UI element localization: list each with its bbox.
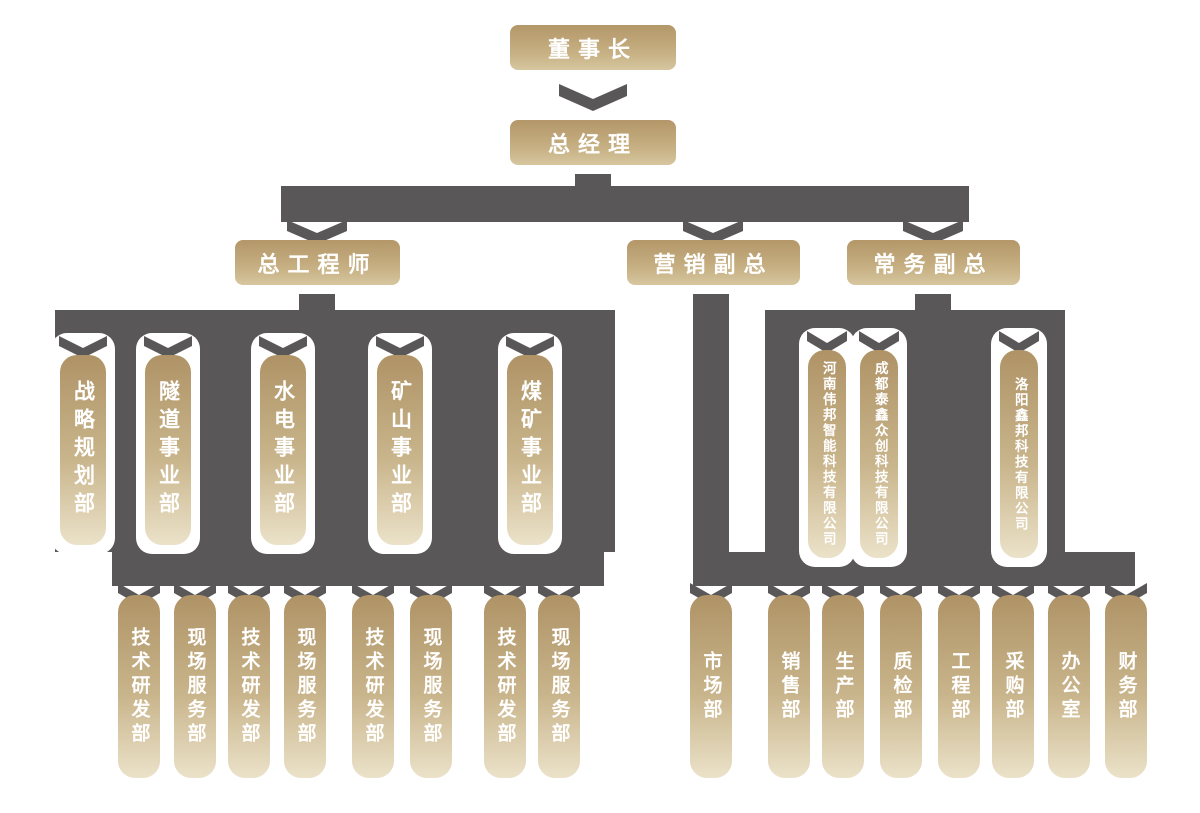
- connector-line-marketing-vp: [693, 294, 729, 586]
- arrow-down-icon: [807, 331, 847, 353]
- arrow-down-icon: [683, 220, 743, 244]
- dept-label: 技术研发部: [362, 626, 385, 747]
- dept-label: 销售部: [778, 650, 801, 723]
- company-label: 洛阳鑫邦科技有限公司: [1011, 376, 1028, 532]
- dept-label: 现场服务部: [184, 626, 207, 747]
- arrow-down-icon: [859, 331, 899, 353]
- connector-band-bottom-left: [112, 552, 604, 586]
- dept-label: 市场部: [700, 650, 723, 723]
- arrow-down-icon: [506, 336, 554, 358]
- dept-label: 技术研发部: [494, 626, 517, 747]
- arrow-down-icon: [559, 84, 627, 111]
- connector-band-bottom-right: [693, 552, 1135, 586]
- org-node-hydropower-division: 水电事业部: [260, 355, 306, 545]
- arrow-down-icon: [259, 336, 307, 358]
- org-node-coal-mine-division: 煤矿事业部: [507, 355, 553, 545]
- arrow-down-icon: [144, 336, 192, 358]
- arrow-down-icon: [376, 336, 424, 358]
- org-node-strategic-planning-dept: 战略规划部: [60, 355, 106, 545]
- org-node-sales-dept: 销售部: [768, 595, 810, 778]
- dept-label: 办公室: [1058, 650, 1081, 723]
- dept-label: 现场服务部: [548, 626, 571, 747]
- dept-label: 质检部: [890, 650, 913, 723]
- org-node-procurement-dept: 采购部: [992, 595, 1034, 778]
- company-label: 河南伟邦智能科技有限公司: [819, 361, 836, 547]
- dept-label: 财务部: [1115, 650, 1138, 723]
- org-node-field-service-dept-4: 现场服务部: [538, 595, 580, 778]
- dept-label: 技术研发部: [128, 626, 151, 747]
- dept-label: 生产部: [832, 650, 855, 723]
- org-node-marketing-vp: 营销副总: [627, 240, 800, 285]
- org-node-luoyang-xinbang-company: 洛阳鑫邦科技有限公司: [1000, 350, 1038, 558]
- dept-label: 采购部: [1002, 650, 1025, 723]
- division-label: 水电事业部: [271, 380, 296, 520]
- connector-stub-general-manager: [575, 174, 611, 188]
- org-node-tech-rd-dept-4: 技术研发部: [484, 595, 526, 778]
- org-node-executive-vp: 常务副总: [847, 240, 1020, 285]
- dept-label: 现场服务部: [294, 626, 317, 747]
- division-label: 煤矿事业部: [518, 380, 543, 520]
- org-node-tech-rd-dept-2: 技术研发部: [228, 595, 270, 778]
- org-node-chief-engineer: 总工程师: [235, 240, 400, 285]
- org-node-general-manager: 总经理: [510, 120, 676, 165]
- division-label: 矿山事业部: [388, 380, 413, 520]
- dept-label: 技术研发部: [238, 626, 261, 747]
- connector-stub-chief-engineer: [299, 294, 335, 312]
- org-node-henan-weibang-company: 河南伟邦智能科技有限公司: [808, 350, 846, 558]
- arrow-down-icon: [903, 220, 963, 244]
- org-node-office: 办公室: [1048, 595, 1090, 778]
- dept-label: 现场服务部: [420, 626, 443, 747]
- org-node-finance-dept: 财务部: [1105, 595, 1147, 778]
- dept-label: 工程部: [948, 650, 971, 723]
- org-node-quality-dept: 质检部: [880, 595, 922, 778]
- org-node-tech-rd-dept-3: 技术研发部: [352, 595, 394, 778]
- arrow-down-icon: [999, 331, 1039, 353]
- org-node-chengdu-taixin-company: 成都泰鑫众创科技有限公司: [860, 350, 898, 558]
- connector-stub-executive-vp: [915, 294, 951, 312]
- division-label: 战略规划部: [71, 380, 96, 520]
- org-node-chairman: 董事长: [510, 25, 676, 70]
- company-label: 成都泰鑫众创科技有限公司: [871, 361, 888, 547]
- org-node-tunnel-division: 隧道事业部: [145, 355, 191, 545]
- division-label: 隧道事业部: [156, 380, 181, 520]
- org-node-field-service-dept-1: 现场服务部: [174, 595, 216, 778]
- org-node-engineering-dept: 工程部: [938, 595, 980, 778]
- org-node-tech-rd-dept-1: 技术研发部: [118, 595, 160, 778]
- arrow-down-icon: [59, 336, 107, 358]
- org-node-mining-division: 矿山事业部: [377, 355, 423, 545]
- connector-band-executives: [281, 186, 969, 222]
- org-node-field-service-dept-3: 现场服务部: [410, 595, 452, 778]
- org-node-field-service-dept-2: 现场服务部: [284, 595, 326, 778]
- org-node-production-dept: 生产部: [822, 595, 864, 778]
- org-node-marketing-dept: 市场部: [690, 595, 732, 778]
- arrow-down-icon: [287, 220, 347, 244]
